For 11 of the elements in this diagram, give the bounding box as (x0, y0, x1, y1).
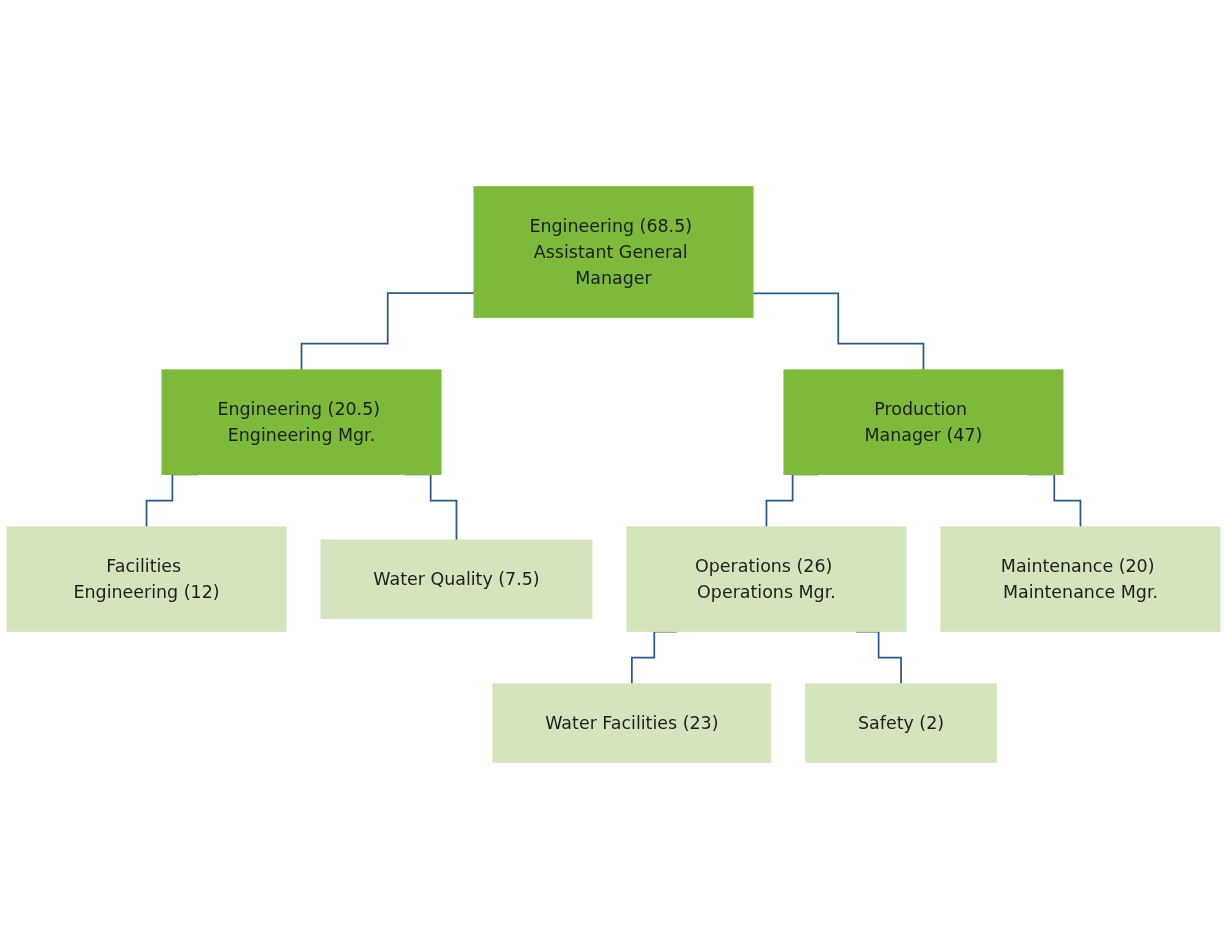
node-box: Engineering (20.5) Engineering Mgr. (161, 369, 442, 475)
node-box: Engineering (68.5) Assistant General Manager (473, 186, 754, 318)
node-box: Production Manager (47) (783, 369, 1064, 475)
node-box: Maintenance (20) Maintenance Mgr. (940, 526, 1221, 632)
node-box: Water Facilities (23) (492, 683, 772, 763)
connector (300, 292, 475, 371)
connector (752, 292, 925, 371)
node-box: Operations (26) Operations Mgr. (626, 526, 907, 632)
node-box: Safety (2) (805, 683, 997, 763)
node-box: Water Quality (7.5) (320, 539, 593, 619)
node-box: Facilities Engineering (12) (6, 526, 287, 632)
